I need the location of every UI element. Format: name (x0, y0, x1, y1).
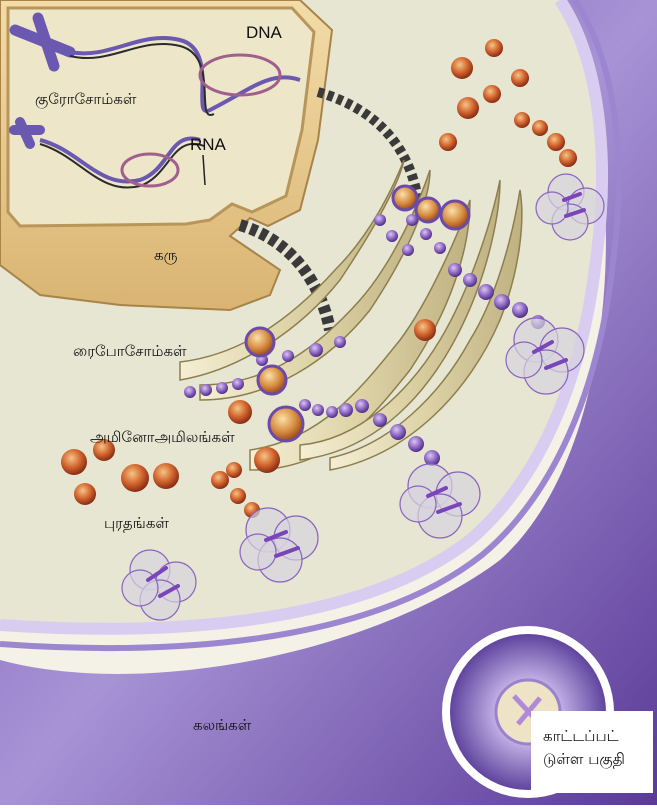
label-chromosomes: குரோசோம்கள் (35, 92, 136, 107)
label-amino-acids: அமினோஅமிலங்கள் (90, 430, 235, 445)
label-rna: RNA (190, 136, 226, 153)
inset-caption-line1: காட்டப்பட் (543, 725, 647, 748)
label-nucleus: கரு (154, 248, 178, 263)
label-ribosomes: ரைபோசோம்கள் (73, 344, 187, 359)
label-proteins: புரதங்கள் (104, 516, 169, 531)
label-cells: கலங்கள் (193, 718, 251, 733)
inset-caption-line2: டுள்ள பகுதி (543, 748, 647, 771)
label-dna: DNA (246, 24, 282, 41)
inset-caption: காட்டப்பட் டுள்ள பகுதி (531, 711, 653, 793)
